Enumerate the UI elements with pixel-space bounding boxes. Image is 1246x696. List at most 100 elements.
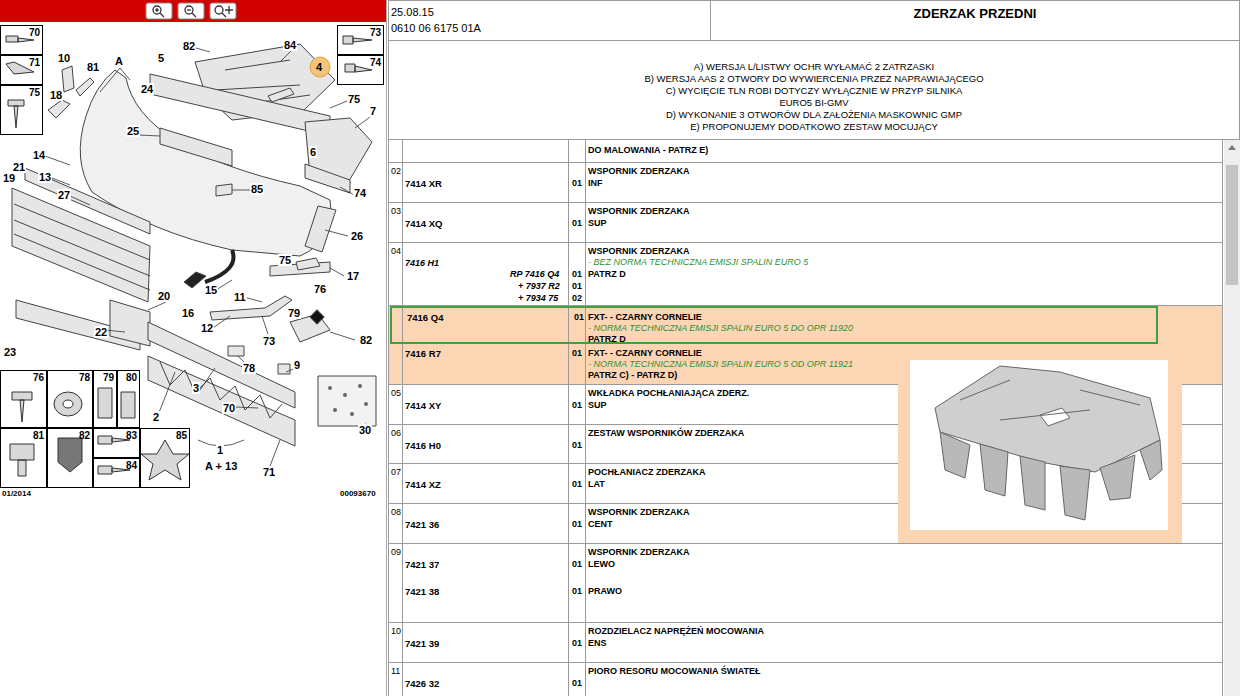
callout-number: 2 — [152, 411, 160, 423]
table-cell: WSPORNIK ZDERZAKA — [588, 547, 690, 558]
notes-box: A) WERSJA L/LISTWY OCHR WYŁAMAĆ 2 ZATRZA… — [388, 40, 1240, 140]
table-cell: PIORO RESORU MOCOWANIA ŚWIATEŁ — [588, 666, 761, 677]
part-reference: 7421 39 — [405, 638, 439, 649]
callout-number: 82 — [182, 40, 196, 52]
part-inset-cell: 78 — [47, 370, 93, 428]
part-reference: 7414 XZ — [405, 479, 441, 490]
part-reference: 7421 36 — [405, 519, 439, 530]
row-index: 04 — [391, 246, 401, 257]
note-line: E) PROPONUJEMY DODATKOWO ZESTAW MOCUJĄCY — [690, 121, 938, 133]
callout-number: 85 — [250, 183, 264, 195]
table-cell: ROZDZIELACZ NAPRĘŻEŃ MOCOWANIA — [588, 626, 764, 637]
highlighted-row: 7416 Q401FXT- - CZARNY CORNELIE- NORMA T… — [390, 306, 1158, 344]
table-cell: ZESTAW WSPORNIKÓW ZDERZAKA — [588, 428, 744, 439]
callout-number: 71 — [262, 466, 276, 478]
table-cell: ENS — [588, 638, 607, 649]
part-reference: 7421 37 — [405, 559, 439, 570]
part-reference: 7416 R7 — [405, 348, 441, 359]
callout-number: 85 — [176, 430, 187, 441]
table-cell: 01 — [572, 559, 582, 570]
header-text: 0610 06 6175 01A — [391, 22, 481, 35]
table-cell: 01 — [572, 678, 582, 689]
callout-number: 81 — [33, 430, 44, 441]
part-inset-cell: 79 — [93, 370, 117, 428]
table-cell: 01 — [572, 519, 582, 530]
row-index: 05 — [391, 388, 401, 399]
callout-number: 70 — [222, 402, 236, 414]
table-cell: PATRZ C) - PATRZ D) — [588, 370, 677, 381]
callout-number: 25 — [126, 125, 140, 137]
table-cell: 01 — [572, 348, 582, 359]
note-line: B) WERSJA AAS 2 OTWORY DO WYWIERCENIA PR… — [644, 73, 983, 85]
callout-number: 78 — [79, 372, 90, 383]
callout-number: 84 — [126, 460, 137, 471]
callout-number: 82 — [359, 334, 373, 346]
table-cell: WSPORNIK ZDERZAKA — [588, 206, 690, 217]
callout-number: 3 — [192, 382, 200, 394]
row-index: 10 — [391, 626, 401, 637]
callout-number: 78 — [242, 362, 256, 374]
table-cell: - NORMA TECHNICZNA EMISJI SPALIN EURO 5 … — [588, 323, 853, 334]
header-text: 25.08.15 — [391, 6, 434, 19]
row-index: 11 — [391, 666, 400, 677]
table-cell: SUP — [588, 400, 607, 411]
table-cell: 01 — [572, 218, 582, 229]
callout-number: 19 — [2, 172, 16, 184]
part-inset-cell: 71 — [0, 55, 43, 85]
table-cell: 01 — [572, 586, 582, 597]
callout-number: 7 — [369, 105, 377, 117]
row-index: 02 — [391, 166, 401, 177]
callout-number: 23 — [3, 346, 17, 358]
note-line: C) WYCIĘCIE TLN ROBI DOTYCZY WYŁĄCZNIE W… — [649, 85, 979, 109]
callout-number: 76 — [33, 372, 44, 383]
table-cell: WSPORNIK ZDERZAKA — [588, 246, 690, 257]
part-reference: 7414 XY — [405, 400, 441, 411]
callout-number: 71 — [29, 57, 40, 68]
callout-number: A + 13 — [204, 460, 238, 472]
table-cell: SUP — [588, 218, 607, 229]
table-cell: PATRZ D — [588, 334, 626, 345]
callout-number: 14 — [32, 149, 46, 161]
table-cell: 01 — [572, 178, 582, 189]
callout-number: 75 — [278, 254, 292, 266]
table-cell: 01 — [572, 638, 582, 649]
table-cell: POCHŁANIACZ ZDERZAKA — [588, 467, 706, 478]
callout-number: 83 — [126, 430, 137, 441]
table-note: - BEZ NORMA TECHNICZNA EMISJI SPALIN EUR… — [588, 257, 808, 268]
table-cell: 7416 Q4 — [407, 312, 443, 323]
part-reference: 7416 H1 — [405, 258, 439, 269]
part-inset-cell: 73 — [337, 25, 384, 55]
callout-number: 73 — [370, 27, 381, 38]
callout-number: 4 — [316, 61, 322, 73]
part-reference: + 7937 R2 — [518, 281, 560, 292]
part-reference: 7416 H0 — [405, 440, 441, 451]
table-cell: INF — [588, 178, 603, 189]
callout-number: 5 — [157, 52, 165, 64]
drawing-reference: 01/2014 — [2, 489, 31, 499]
callout-number: 18 — [49, 89, 63, 101]
part-reference: + 7934 75 — [518, 293, 558, 304]
drawing-reference: 00093670 — [340, 489, 376, 499]
callout-number: 13 — [38, 171, 52, 183]
callout-number: 11 — [233, 291, 247, 303]
part-inset-cell: 85 — [140, 428, 190, 488]
table-cell: CENT — [588, 519, 613, 530]
note-line: D) WYKONANIE 3 OTWORÓW DLA ZAŁOŻENIA MAS… — [666, 109, 962, 121]
part-inset-cell: 81 — [0, 428, 47, 488]
part-inset-cell: 74 — [337, 55, 384, 85]
table-note: - NORMA TECHNICZNA EMISJI SPALIN EURO 5 … — [588, 359, 853, 370]
row-index: 09 — [391, 547, 401, 558]
row-index: 08 — [391, 507, 401, 518]
callout-number: 20 — [157, 290, 171, 302]
table-cell: FXT- - CZARNY CORNELIE — [588, 312, 702, 323]
callout-number: 16 — [181, 307, 195, 319]
table-cell: PRAWO — [588, 586, 622, 597]
callout-number: 75 — [29, 87, 40, 98]
part-inset-cell: 70 — [0, 25, 43, 55]
callout-number: 73 — [262, 335, 276, 347]
table-cell: 01 — [572, 281, 582, 292]
callout-number: A — [114, 55, 124, 67]
callout-number: 17 — [346, 270, 360, 282]
table-cell: 01 — [572, 479, 582, 490]
part-inset-cell: 84 — [93, 458, 140, 488]
